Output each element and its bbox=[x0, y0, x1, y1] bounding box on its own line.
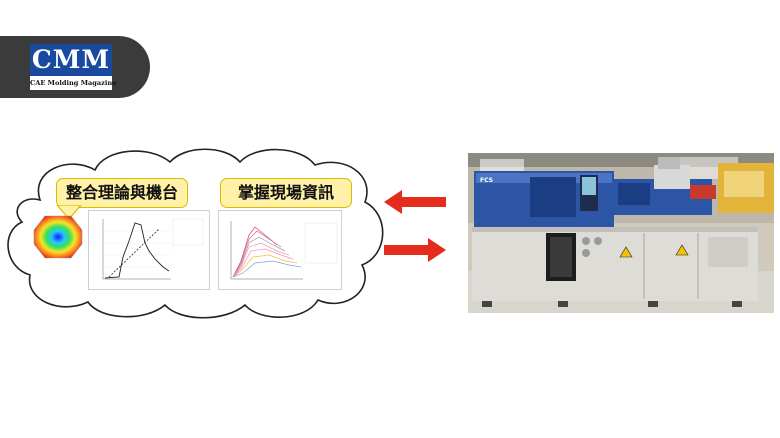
injection-machine-photo: FCS bbox=[468, 153, 774, 313]
site-chart bbox=[219, 211, 341, 289]
svg-text:FCS: FCS bbox=[480, 177, 493, 184]
logo-title: CMM bbox=[30, 44, 112, 76]
arrow-right-icon bbox=[384, 238, 446, 262]
site-chart-panel bbox=[218, 210, 342, 290]
logo-subtitle: CAE Molding Magazine bbox=[30, 79, 117, 87]
theory-chart-panel bbox=[88, 210, 210, 290]
theory-chart bbox=[89, 211, 209, 289]
badge-integrate-theory: 整合理論與機台 bbox=[56, 178, 188, 208]
sync-arrows bbox=[384, 190, 446, 262]
badge-pointer bbox=[56, 205, 82, 220]
contour-plot-icon bbox=[33, 215, 83, 259]
badge-site-information: 掌握現場資訊 bbox=[220, 178, 352, 208]
arrow-left-icon bbox=[384, 190, 446, 214]
